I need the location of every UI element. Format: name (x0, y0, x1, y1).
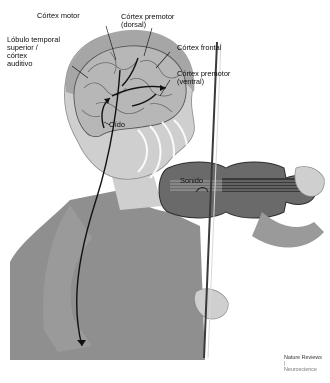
label-motor-cortex: Córtex motor (37, 12, 80, 20)
label-temporal-auditory: Lóbulo temporal superior / córtex auditi… (7, 36, 60, 68)
label-premotor-dorsal: Córtex premotor (dorsal) (121, 13, 174, 29)
right-arm (252, 212, 324, 248)
journal-subject: Neuroscience (284, 367, 317, 373)
label-premotor-ventral: Córtex premotor (ventral) (177, 70, 230, 86)
label-ear: Oído (109, 121, 125, 129)
shirt (10, 190, 205, 360)
journal-name: Nature Reviews (284, 355, 322, 361)
label-frontal-cortex: Córtex frontal (177, 44, 221, 52)
label-sound: Sonido (180, 177, 203, 185)
journal-credit: Nature Reviews | Neuroscience (278, 349, 322, 379)
